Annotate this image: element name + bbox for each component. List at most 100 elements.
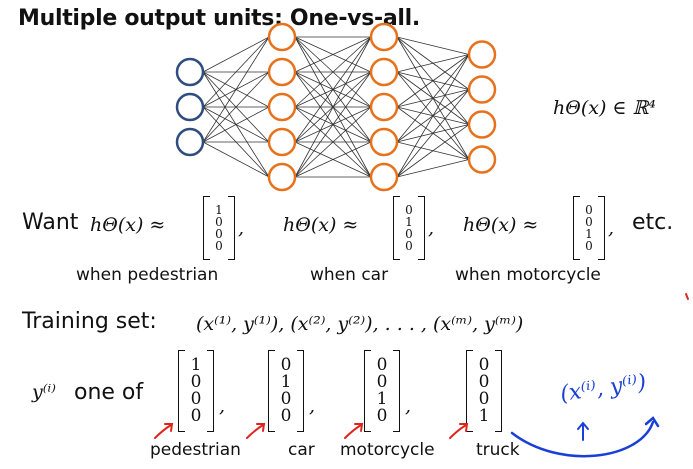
want-vector-1: 1 0 0 0 xyxy=(203,196,235,260)
network-edge xyxy=(396,54,470,178)
input-node xyxy=(175,92,205,122)
vector-value: 0 xyxy=(280,389,292,409)
slide-title: Multiple output units: One-vs-all. xyxy=(18,6,420,31)
network-edge xyxy=(294,36,372,143)
y-caption-motorcycle: motorcycle xyxy=(340,440,435,460)
network-edge xyxy=(202,36,270,143)
caption-pedestrian: when pedestrian xyxy=(76,265,219,285)
vector-value: 1 xyxy=(215,203,223,217)
caption-motorcycle: when motorcycle xyxy=(455,265,601,285)
red-arrow-icon xyxy=(344,424,362,439)
vector-value: 1 xyxy=(585,227,593,241)
vector-value: 0 xyxy=(376,372,388,392)
want-vector-3: 0 0 1 0 xyxy=(573,196,605,260)
network-edge xyxy=(396,54,470,73)
blue-arrowhead-icon xyxy=(644,416,660,428)
vector-value: 0 xyxy=(478,372,490,392)
hidden-node xyxy=(267,57,297,87)
y-vector-pedestrian: 1 0 0 0 xyxy=(178,350,214,432)
red-arrowhead-icon xyxy=(164,423,174,432)
vector-value: 0 xyxy=(280,406,292,426)
red-arrow-icon xyxy=(154,424,172,439)
vector-value: 1 xyxy=(478,406,490,426)
want-vector-2: 0 1 0 0 xyxy=(393,196,425,260)
network-edge xyxy=(202,71,270,143)
red-tick-icon xyxy=(685,293,689,300)
y-i-var: y⁽ⁱ⁾ xyxy=(32,381,56,403)
network-edge xyxy=(202,141,270,178)
vector-value: 0 xyxy=(405,227,413,241)
red-arrowhead-icon xyxy=(459,423,469,432)
vector-value: 0 xyxy=(376,406,388,426)
vector-value: 0 xyxy=(405,203,413,217)
etc-label: etc. xyxy=(632,210,674,235)
input-node xyxy=(175,127,205,157)
vector-value: 0 xyxy=(585,239,593,253)
separator-comma: , xyxy=(405,395,412,417)
network-edge xyxy=(202,36,270,73)
vector-value: 0 xyxy=(190,389,202,409)
vector-value: 0 xyxy=(585,203,593,217)
vector-value: 1 xyxy=(376,389,388,409)
red-arrowhead-icon xyxy=(256,423,266,432)
hidden-node xyxy=(369,22,399,52)
network-edge xyxy=(396,89,470,178)
hidden-node xyxy=(267,162,297,192)
network-edge xyxy=(294,141,372,178)
separator-comma: , xyxy=(608,217,615,239)
hidden-node xyxy=(267,22,297,52)
network-edge xyxy=(396,124,470,178)
separator-comma: , xyxy=(309,395,316,417)
y-caption-pedestrian: pedestrian xyxy=(150,440,241,460)
output-node xyxy=(467,40,497,69)
want-expr-2: hΘ(x) ≈ xyxy=(283,214,359,236)
y-caption-truck: truck xyxy=(476,440,520,460)
red-arrow-icon xyxy=(449,424,467,439)
y-vector-car: 0 1 0 0 xyxy=(268,350,304,432)
network-edge xyxy=(396,54,470,143)
hidden-node xyxy=(369,162,399,192)
vector-value: 1 xyxy=(405,215,413,229)
hidden-node xyxy=(369,127,399,157)
vector-value: 0 xyxy=(215,215,223,229)
want-expr-1: hΘ(x) ≈ xyxy=(90,214,166,236)
network-edge xyxy=(396,54,470,108)
separator-comma: , xyxy=(428,217,435,239)
one-of-label: one of xyxy=(74,380,144,405)
y-caption-car: car xyxy=(288,440,315,460)
caption-car: when car xyxy=(310,265,389,285)
hidden-node xyxy=(267,127,297,157)
network-edge xyxy=(202,106,270,143)
vector-value: 0 xyxy=(585,215,593,229)
network-edge xyxy=(294,36,372,73)
blue-curve-icon xyxy=(510,420,655,458)
training-set-label: Training set: xyxy=(22,309,157,334)
output-node xyxy=(467,145,497,174)
hidden-node xyxy=(369,92,399,122)
hidden-node xyxy=(267,92,297,122)
network-edge xyxy=(202,36,270,108)
output-node xyxy=(467,110,497,139)
vector-value: 0 xyxy=(190,372,202,392)
vector-value: 1 xyxy=(190,355,202,375)
input-node xyxy=(175,57,205,87)
vector-value: 0 xyxy=(215,239,223,253)
output-node xyxy=(467,75,497,104)
network-edge xyxy=(396,159,470,178)
vector-value: 0 xyxy=(280,355,292,375)
training-set-formula: (x⁽¹⁾, y⁽¹⁾), (x⁽²⁾, y⁽²⁾), . . . , (x⁽ᵐ… xyxy=(196,313,524,335)
red-arrowhead-icon xyxy=(354,423,364,432)
y-vector-truck: 0 0 0 1 xyxy=(466,350,502,432)
separator-comma: , xyxy=(219,395,226,417)
separator-comma: , xyxy=(238,217,245,239)
y-vector-motorcycle: 0 0 1 0 xyxy=(364,350,400,432)
network-edge xyxy=(294,36,372,178)
vector-value: 0 xyxy=(190,406,202,426)
vector-value: 0 xyxy=(215,227,223,241)
vector-value: 1 xyxy=(280,372,292,392)
vector-value: 0 xyxy=(478,355,490,375)
want-label: Want xyxy=(22,210,79,235)
hidden-node xyxy=(369,57,399,87)
